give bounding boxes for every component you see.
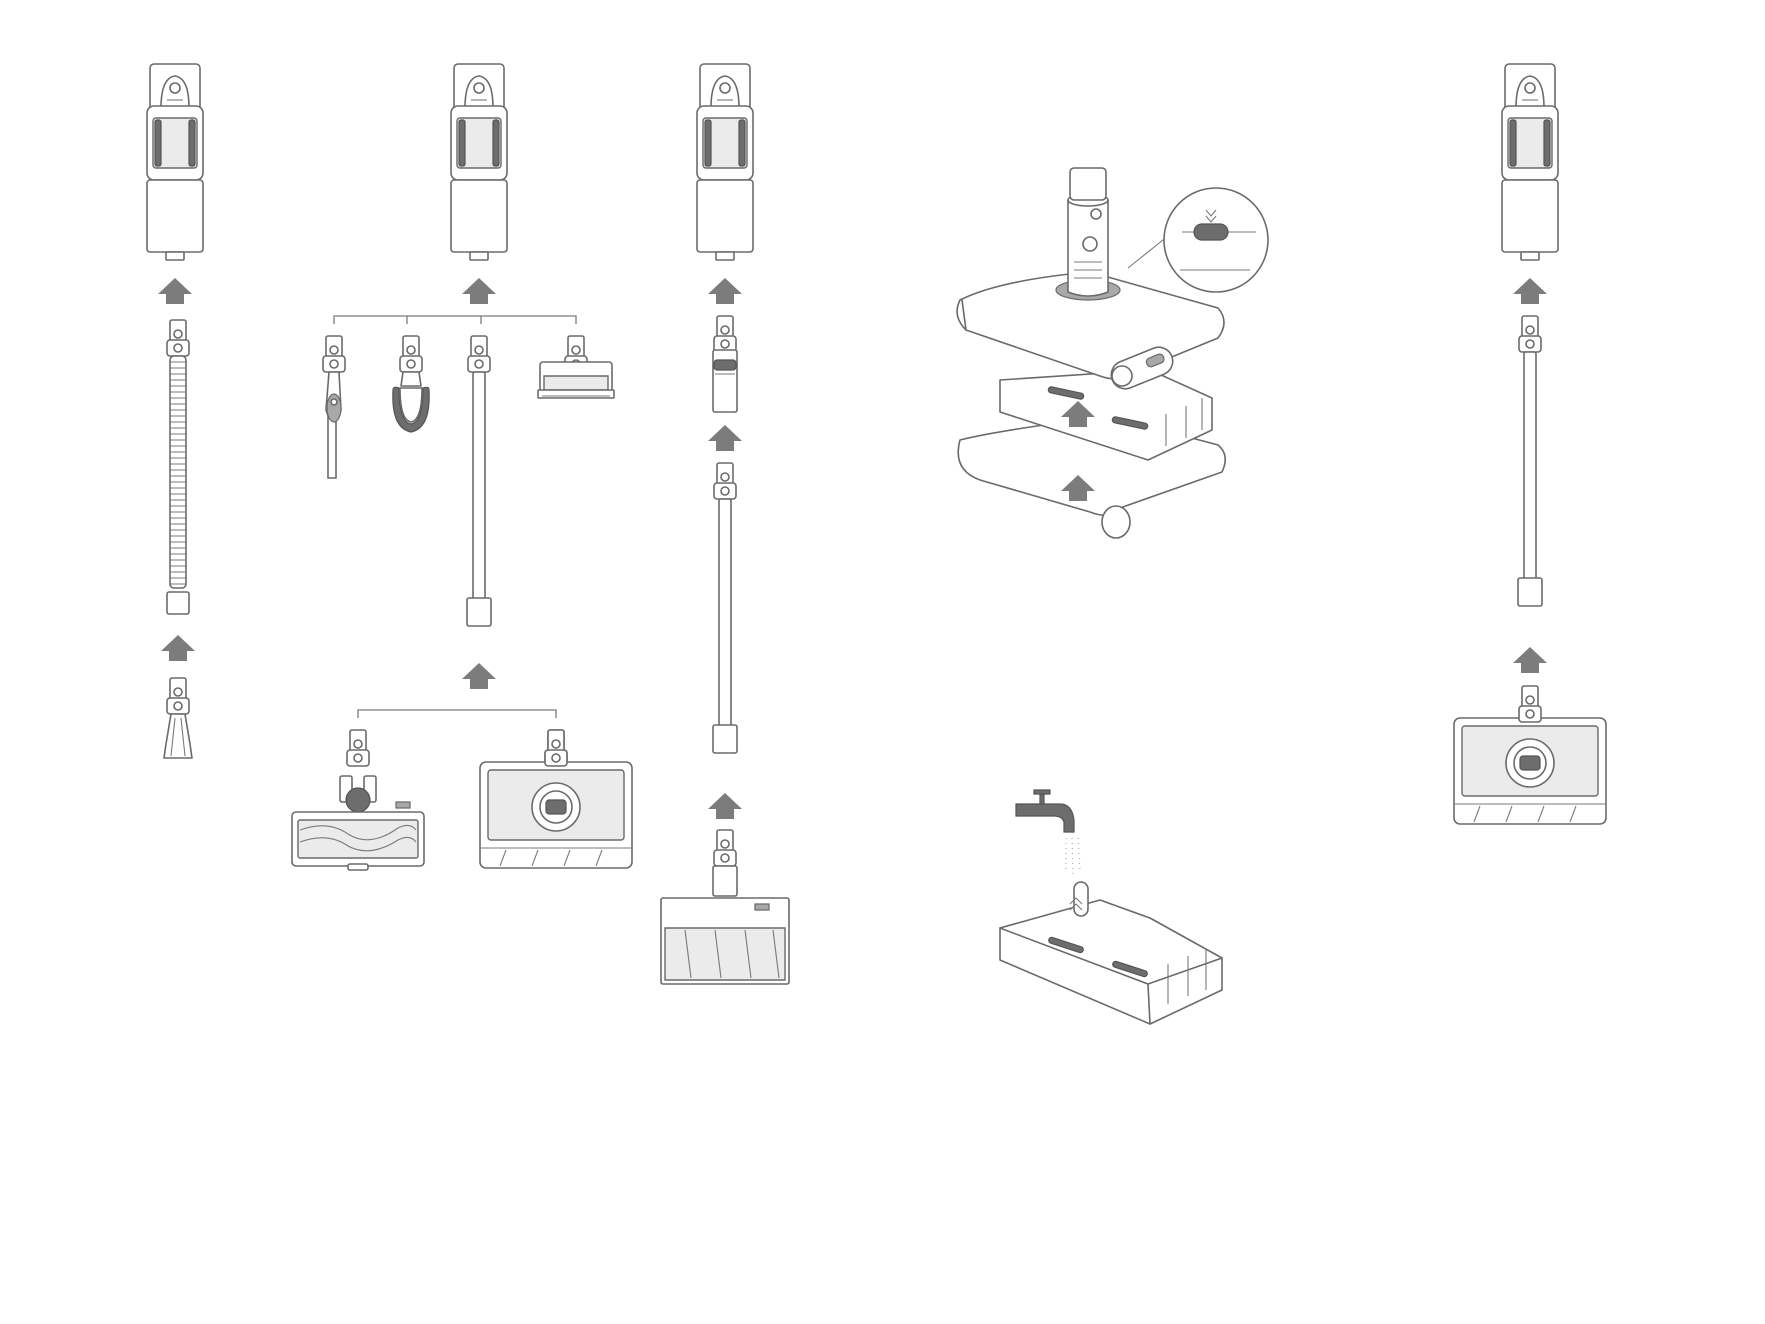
up-arrow-icon bbox=[708, 278, 742, 304]
flexible-hose bbox=[167, 320, 189, 614]
floor-brush-head bbox=[292, 730, 424, 870]
extension-tube bbox=[1518, 316, 1542, 606]
up-arrow-icon bbox=[158, 278, 192, 304]
vacuum-body bbox=[1502, 64, 1558, 260]
extension-tube bbox=[467, 336, 491, 626]
panel-flex-hose-assembly bbox=[147, 64, 203, 758]
up-arrow-icon bbox=[462, 663, 496, 689]
panel-stick-assembly bbox=[661, 64, 789, 984]
panel-accessory-options bbox=[292, 64, 632, 870]
crevice-nozzle bbox=[164, 678, 192, 758]
up-arrow-icon bbox=[1513, 647, 1547, 673]
up-arrow-icon bbox=[708, 793, 742, 819]
vacuum-body bbox=[147, 64, 203, 260]
vacuum-body bbox=[451, 64, 507, 260]
water-tank bbox=[1000, 882, 1222, 1024]
panel-water-tank bbox=[957, 168, 1268, 1024]
extension-tube bbox=[713, 463, 737, 753]
floor-brush-head bbox=[661, 830, 789, 984]
options-bracket bbox=[334, 316, 576, 324]
mop-head bbox=[1454, 686, 1606, 824]
water-tap-icon bbox=[1016, 790, 1080, 874]
brush-tool bbox=[393, 336, 429, 432]
vacuum-body bbox=[697, 64, 753, 260]
mini-motorized-head bbox=[538, 336, 614, 398]
up-arrow-icon bbox=[708, 425, 742, 451]
mop-head bbox=[480, 730, 632, 868]
up-arrow-icon bbox=[161, 635, 195, 661]
up-arrow-icon bbox=[462, 278, 496, 304]
panel-mop-assembly bbox=[1454, 64, 1606, 824]
heads-bracket bbox=[358, 710, 556, 718]
adapter bbox=[713, 316, 737, 412]
crevice-tool bbox=[323, 336, 345, 478]
up-arrow-icon bbox=[1513, 278, 1547, 304]
release-button-icon bbox=[1128, 188, 1268, 292]
